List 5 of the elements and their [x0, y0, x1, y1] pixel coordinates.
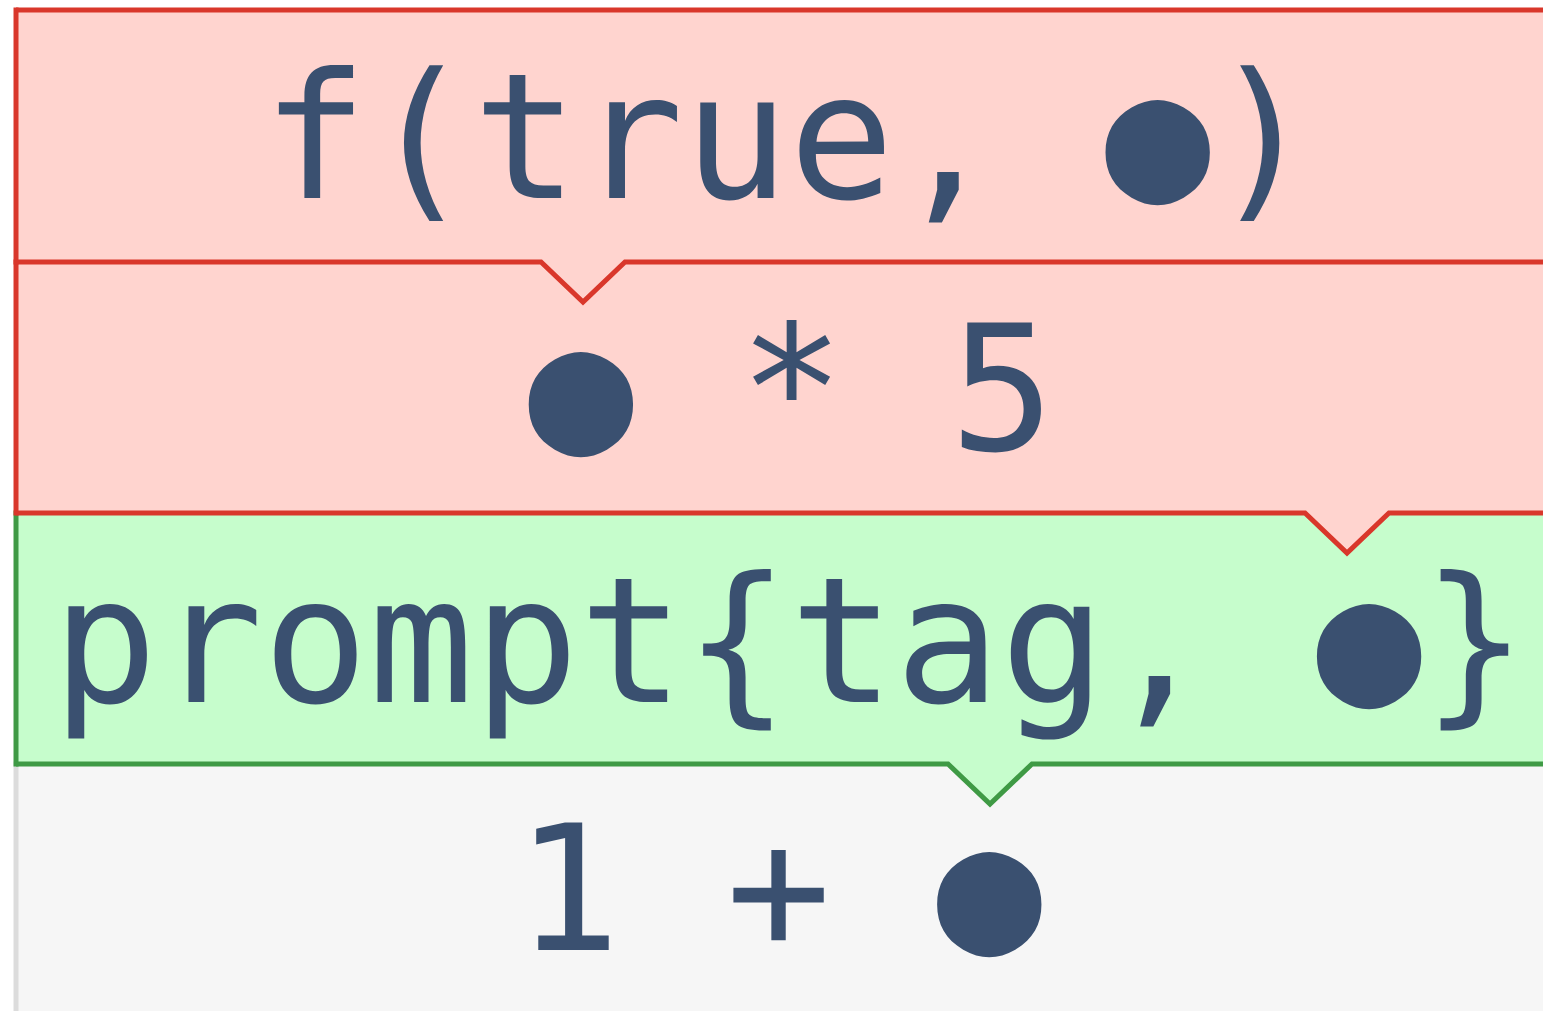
frame-band: f(true, ●): [13, 7, 1543, 306]
node-label: f(true, ●): [278, 65, 1280, 223]
frame-band: prompt{tag, ●}: [13, 510, 1543, 808]
frame-band: ● * 5: [13, 259, 1543, 557]
frame-band: 1 + ●: [13, 761, 1543, 1011]
